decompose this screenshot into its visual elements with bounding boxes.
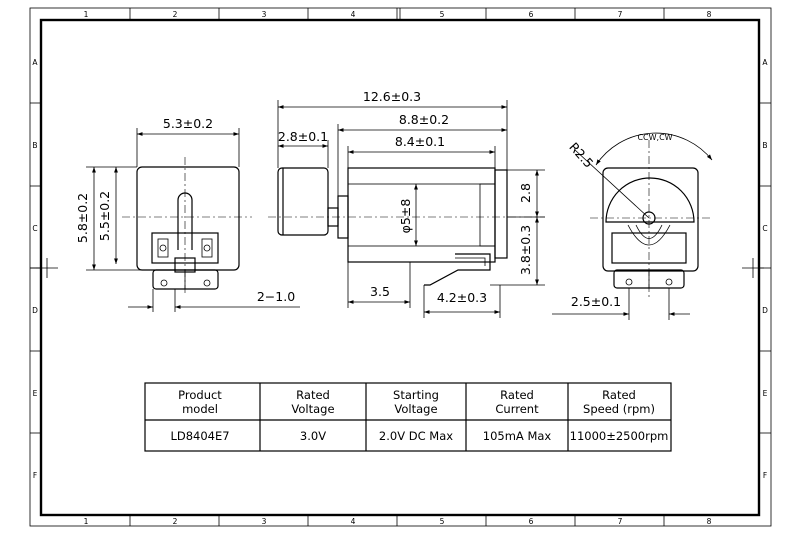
grid-col-7: 7: [618, 10, 623, 19]
dim-front-height-outer: 5.8±0.2: [75, 193, 90, 243]
dim-terminal-length: 4.2±0.3: [437, 290, 487, 305]
dim-overall-length: 12.6±0.3: [363, 89, 421, 104]
grid-col-2: 2: [173, 10, 178, 19]
rotation-label: CCW,CW: [637, 133, 672, 142]
grid-row-c: C: [762, 224, 767, 233]
table-header-starting-line1: Starting: [393, 388, 439, 402]
table-header-starting-line2: Voltage: [394, 402, 437, 416]
table-header-speed-line2: Speed (rpm): [583, 402, 655, 416]
grid-row-b: B: [32, 141, 37, 150]
table-header-model-line2: model: [182, 402, 218, 416]
dim-front-height-inner: 5.5±0.2: [97, 191, 112, 241]
table-cell-rated-speed: 11000±2500rpm: [570, 429, 669, 443]
grid-row-d: D: [32, 306, 38, 315]
table-cell-rated-voltage: 3.0V: [300, 429, 326, 443]
grid-col-6: 6: [529, 10, 534, 19]
table-header-current-line2: Current: [495, 402, 539, 416]
dim-pad-pitch: 2.5±0.1: [571, 294, 621, 309]
dim-body-length: 8.4±0.1: [395, 134, 445, 149]
grid-row-a: A: [32, 58, 38, 67]
dim-lower-height: 3.8±0.3: [518, 225, 533, 275]
front-view-dimensions: 5.3±0.2 5.8±0.2 5.5±0.2 2−1.0: [75, 116, 300, 312]
side-view: [268, 167, 545, 286]
grid-row-c: C: [32, 224, 37, 233]
dim-can-length: 8.8±0.2: [399, 112, 449, 127]
table-header-voltage-line2: Voltage: [291, 402, 334, 416]
spec-table: Product model Rated Voltage Starting Vol…: [144, 382, 672, 452]
table-cell-model: LD8404E7: [170, 429, 229, 443]
dim-pin-pitch: 2−1.0: [257, 289, 295, 304]
grid-col-3: 3: [262, 517, 267, 526]
grid-col-2: 2: [173, 517, 178, 526]
grid-row-a: A: [762, 58, 768, 67]
grid-col-8: 8: [707, 517, 712, 526]
grid-col-1: 1: [84, 517, 89, 526]
grid-row-f: F: [33, 471, 37, 480]
grid-col-4: 4: [351, 517, 356, 526]
dim-weight-length: 2.8±0.1: [278, 129, 328, 144]
grid-row-labels-right: A B C D E F: [762, 58, 768, 480]
grid-col-7: 7: [618, 517, 623, 526]
table-header-current-line1: Rated: [500, 388, 534, 402]
grid-column-labels-top: 1 2 3 4 5 6 7 8: [84, 10, 712, 19]
grid-row-e: E: [763, 389, 768, 398]
drawing-frame: [29, 7, 772, 527]
rear-view: [590, 140, 712, 300]
table-header-model-line1: Product: [178, 388, 222, 402]
rear-view-dimensions: CCW,CW R2.5 2.5±0.1: [552, 132, 713, 320]
table-cell-starting-voltage: 2.0V DC Max: [379, 429, 453, 443]
front-view: [122, 157, 252, 295]
grid-column-labels-bottom: 1 2 3 4 5 6 7 8: [84, 517, 712, 526]
dim-front-width: 5.3±0.2: [163, 116, 213, 131]
grid-col-8: 8: [707, 10, 712, 19]
table-header-voltage-line1: Rated: [296, 388, 330, 402]
side-view-dimensions: 12.6±0.3 8.8±0.2 8.4±0.1 2.8±0.1 φ5±8 2.…: [277, 89, 545, 318]
grid-col-3: 3: [262, 10, 267, 19]
grid-col-5: 5: [440, 10, 445, 19]
grid-row-b: B: [762, 141, 767, 150]
grid-col-4: 4: [351, 10, 356, 19]
table-cell-rated-current: 105mA Max: [483, 429, 552, 443]
grid-row-labels-left: A B C D E F: [32, 58, 38, 480]
grid-col-5: 5: [440, 517, 445, 526]
grid-col-1: 1: [84, 10, 89, 19]
table-header-speed-line1: Rated: [602, 388, 636, 402]
dim-side-height: 2.8: [518, 183, 533, 203]
grid-row-e: E: [33, 389, 38, 398]
dim-bottom-offset: 3.5: [370, 284, 390, 299]
grid-row-f: F: [763, 471, 767, 480]
dim-diameter: φ5±8: [398, 199, 413, 234]
grid-col-6: 6: [529, 517, 534, 526]
grid-row-d: D: [762, 306, 768, 315]
